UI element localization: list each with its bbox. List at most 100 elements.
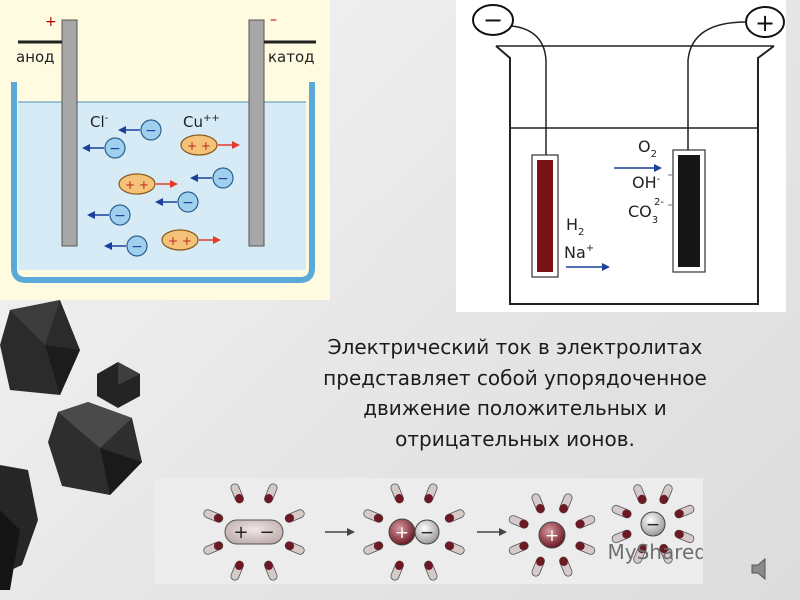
- water-dipole: [424, 560, 438, 581]
- cation-plus: +: [545, 526, 559, 546]
- anion-minus: −: [420, 523, 434, 543]
- beaker: [495, 45, 775, 305]
- water-dipole: [674, 529, 695, 544]
- water-dipole: [531, 493, 545, 514]
- hydrogen-label: H2: [566, 215, 584, 238]
- water-dipole: [264, 483, 278, 504]
- anion: −: [155, 191, 199, 213]
- dissociation-illustration: + − + − + − MyShared: [155, 478, 703, 584]
- anion-minus: −: [646, 515, 660, 535]
- anion: −: [118, 119, 162, 141]
- water-dipole: [559, 556, 573, 577]
- anode-plus-sign: +: [45, 14, 57, 30]
- minus-terminal: [472, 4, 514, 36]
- cathode-minus-sign: –: [270, 12, 277, 28]
- water-dipole: [508, 515, 529, 529]
- anion-sign: −: [114, 208, 126, 224]
- cathode-plate: [537, 160, 553, 272]
- decorative-polyhedra: [0, 300, 142, 590]
- hydrated-cation: +: [538, 521, 566, 549]
- water-dipole: [230, 560, 244, 581]
- caption-line-3: движение положительных и: [363, 396, 667, 420]
- water-dipole: [230, 483, 244, 504]
- anion-sign: −: [131, 239, 143, 255]
- water-dipole: [633, 543, 647, 564]
- cation: + +: [118, 173, 178, 195]
- caption-line-1: Электрический ток в электролитах: [327, 335, 703, 359]
- stage-arrow: [477, 528, 507, 536]
- anion-sign: −: [109, 141, 121, 157]
- water-dipole: [284, 541, 305, 555]
- cathode-label: катод: [268, 48, 315, 66]
- polyhedron-bottom: [0, 465, 38, 590]
- caption-text: Электрический ток в электролитах предста…: [270, 332, 760, 454]
- anode-plate: [678, 155, 700, 267]
- plus-terminal-sign: +: [755, 9, 775, 37]
- anion: −: [190, 167, 234, 189]
- anion-sign: −: [145, 123, 157, 139]
- water-dipole: [575, 515, 596, 529]
- water-dipole: [659, 484, 673, 505]
- water-dipole: [508, 541, 529, 555]
- anion-arrowhead: [654, 164, 662, 172]
- anode-electrode: [61, 19, 78, 247]
- water-dipole: [611, 529, 632, 544]
- cation-plus: +: [395, 523, 409, 543]
- water-dipole: [203, 541, 224, 555]
- water-dipole: [633, 484, 647, 505]
- anion: −: [82, 137, 126, 159]
- cation: + +: [161, 229, 221, 251]
- molecule-minus: −: [259, 522, 274, 543]
- cathode-electrode: [248, 19, 265, 247]
- polyhedron-small: [97, 362, 140, 408]
- water-dipole: [575, 541, 596, 555]
- polyhedron-medium: [48, 402, 142, 495]
- water-dipole: [424, 483, 438, 504]
- minus-terminal-sign: −: [483, 6, 503, 34]
- cation-sign: + +: [168, 234, 192, 248]
- water-dipole: [611, 504, 632, 519]
- water-dipole: [390, 560, 404, 581]
- hydroxide-label: OH-: [632, 173, 661, 192]
- water-dipoles: [203, 483, 695, 581]
- caption-line-2: представляет собой упорядоченное: [323, 365, 707, 390]
- electrolysis-beaker-diagram: − + O2 OH- CO3 2- H2 Na+: [456, 0, 786, 312]
- water-dipole: [559, 493, 573, 514]
- water-dipole: [363, 541, 384, 555]
- electrolysis-ion-diagram: + – анод катод Cl- Cu++ − − − −: [0, 0, 330, 300]
- water-dipole: [264, 560, 278, 581]
- water-dipole: [659, 543, 673, 564]
- vessel: [11, 82, 315, 283]
- cation-sign: + +: [187, 139, 211, 153]
- caption-line-4: отрицательных ионов.: [395, 426, 635, 451]
- watermark: MyShared: [607, 540, 703, 564]
- chloride-label: Cl-: [90, 113, 109, 131]
- molecule-stage-1: + −: [224, 519, 284, 545]
- anion: −: [87, 204, 131, 226]
- sodium-label: Na+: [564, 243, 594, 262]
- anion-sign: −: [217, 171, 229, 187]
- hydrated-anion: −: [640, 511, 666, 537]
- anode-wire: [687, 21, 747, 160]
- polyhedron-large: [0, 300, 80, 395]
- cation-arrowhead: [602, 263, 610, 271]
- molecule-stage-2: + −: [388, 518, 440, 546]
- water-dipole: [203, 509, 224, 523]
- speaker-icon[interactable]: [748, 556, 774, 582]
- cation-sign: + +: [125, 178, 149, 192]
- cathode-wire: [511, 25, 547, 165]
- anode-label: анод: [16, 48, 55, 66]
- water-dipole: [284, 509, 305, 523]
- water-dipole: [531, 556, 545, 577]
- anion: −: [104, 235, 148, 257]
- oxygen-label: O2: [638, 137, 657, 160]
- anion-sign: −: [182, 195, 194, 211]
- molecule-plus: +: [233, 522, 248, 543]
- carbonate-label: CO3: [628, 202, 658, 226]
- copper-label: Cu++: [183, 113, 220, 131]
- water-dipole: [363, 509, 384, 523]
- water-dipole: [674, 504, 695, 519]
- stage-arrow: [325, 528, 355, 536]
- water-dipole: [444, 509, 465, 523]
- carbonate-charge: 2-: [654, 197, 664, 208]
